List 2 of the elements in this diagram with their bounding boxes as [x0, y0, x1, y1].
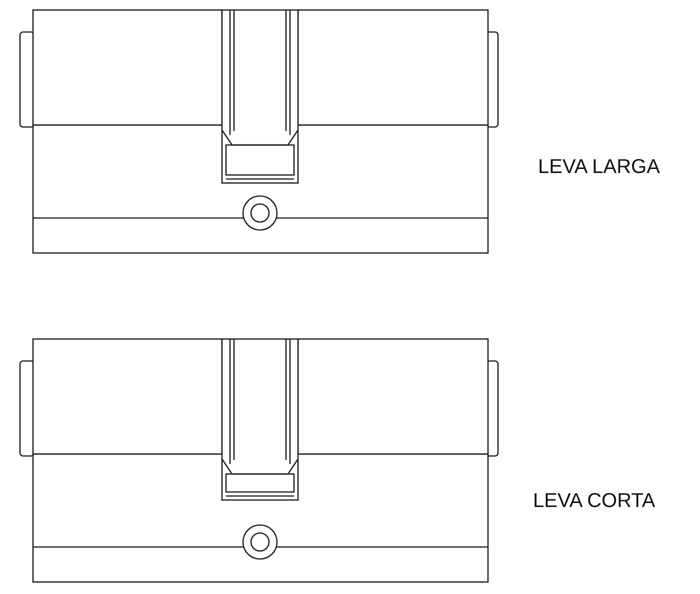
drawing-label: LEVA LARGA [538, 155, 660, 180]
drawing-label: LEVA CORTA [533, 489, 656, 514]
